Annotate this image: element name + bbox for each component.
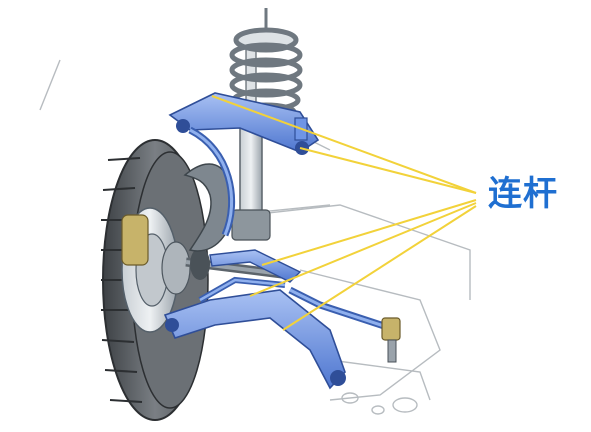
upper-arc-link <box>188 126 235 237</box>
brake-disc <box>121 207 191 333</box>
shock-absorber <box>231 39 271 241</box>
leader-lines <box>211 95 477 331</box>
callout-label: 连杆 <box>488 174 558 214</box>
tie-link <box>198 249 302 303</box>
lower-control-arm <box>163 289 346 390</box>
stabilizer-link <box>288 286 401 363</box>
